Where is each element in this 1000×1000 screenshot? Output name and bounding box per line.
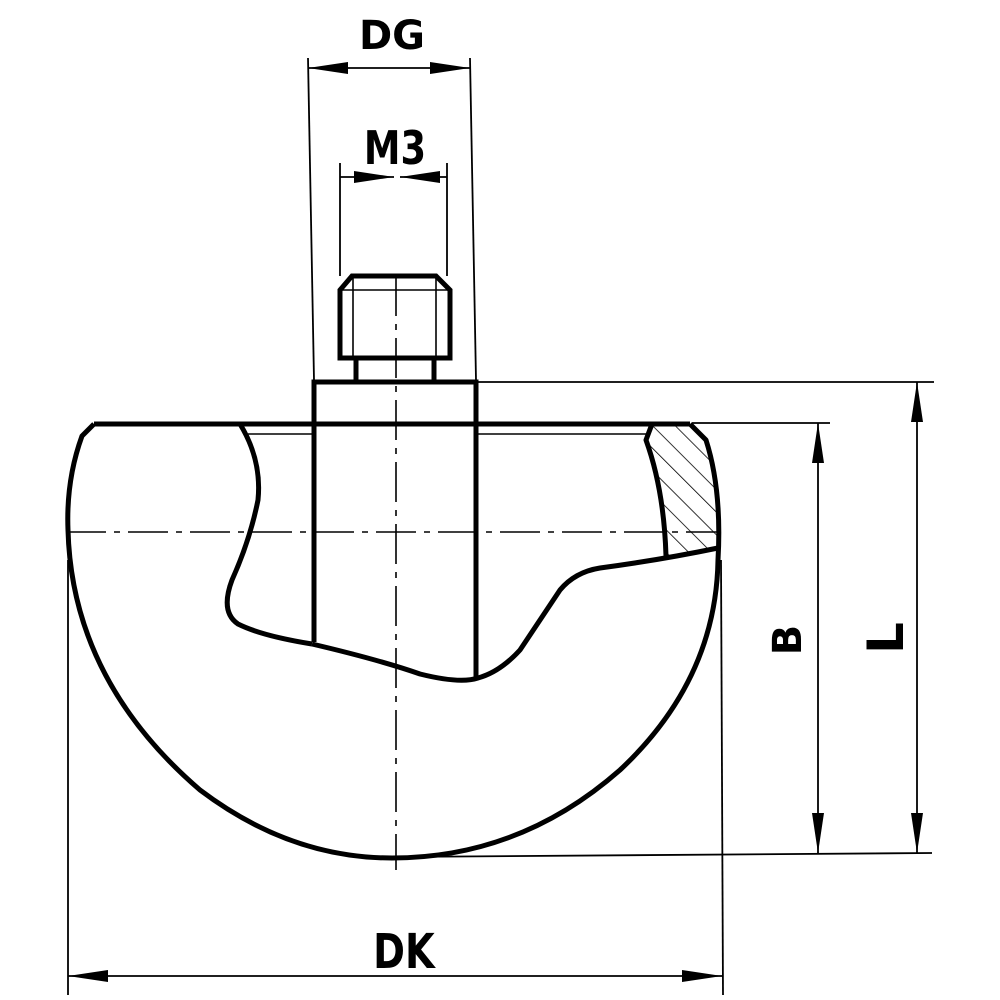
dim-m3-label: M3 <box>364 121 426 175</box>
dim-dg-label: DG <box>359 13 425 59</box>
extension-lines <box>67 57 934 996</box>
dim-b-label: B <box>765 625 811 656</box>
dim-dk-label: DK <box>373 925 436 980</box>
thin-detail-lines <box>248 278 650 435</box>
ball-outline <box>65 421 722 861</box>
stem <box>311 273 479 678</box>
center-lines <box>66 276 720 870</box>
dim-l-label: L <box>857 622 915 654</box>
dimension-lines <box>68 62 923 982</box>
